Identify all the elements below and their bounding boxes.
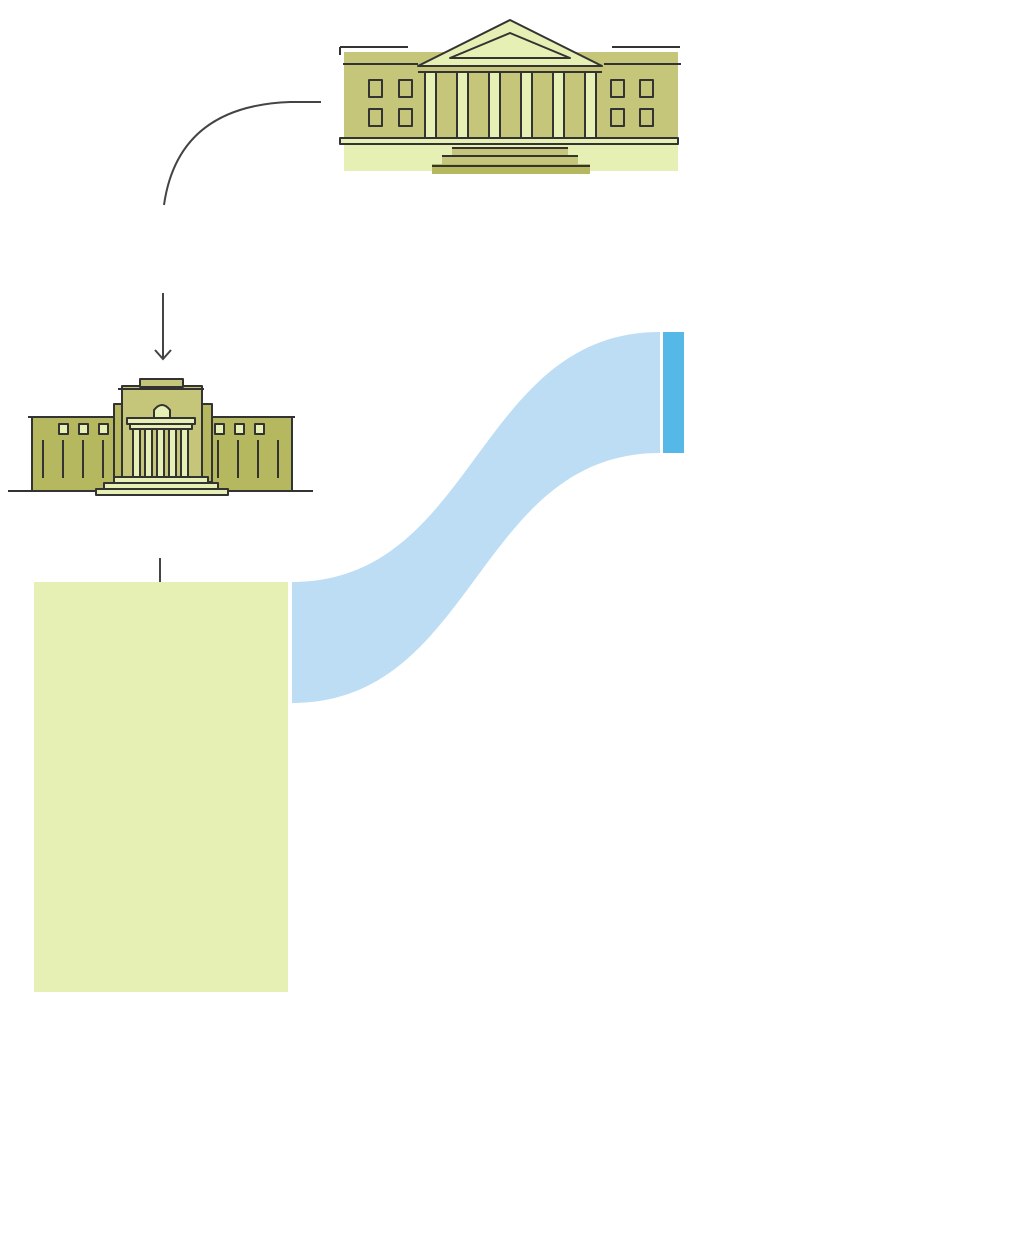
federal-reserve-building-icon (8, 378, 313, 496)
flow-band (292, 332, 660, 703)
capitol-building-icon (339, 19, 681, 174)
arrow-down-icon (154, 293, 172, 361)
source-block (34, 582, 288, 992)
target-bar (663, 332, 684, 453)
capitol-to-fed-connector (163, 101, 321, 206)
